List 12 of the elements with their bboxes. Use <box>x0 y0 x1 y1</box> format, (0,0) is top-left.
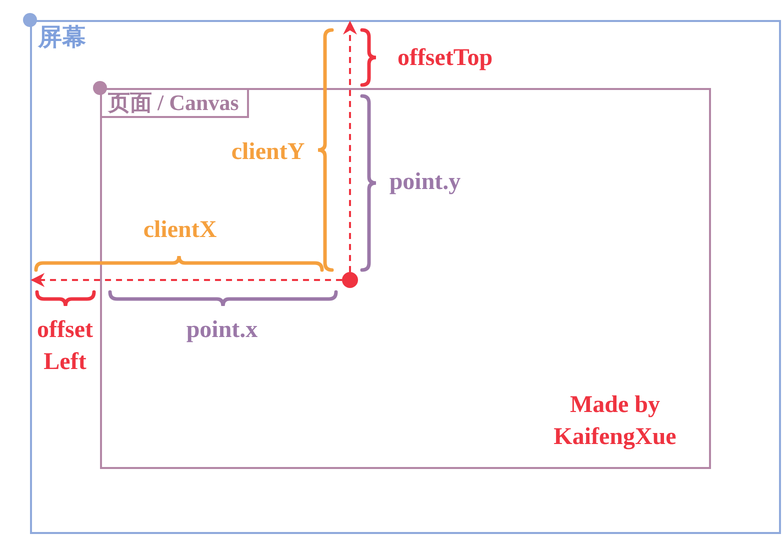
measure-label: clientY <box>231 138 305 167</box>
screen-title: 屏幕 <box>36 24 87 53</box>
measure-label: offset Left <box>36 316 94 377</box>
measure-label: point.x <box>186 316 258 345</box>
dashed-arrow <box>30 273 342 287</box>
measure-label: point.y <box>389 168 461 197</box>
measure-label: offsetTop <box>397 44 493 73</box>
measure-label: clientX <box>143 216 217 245</box>
point-dot <box>342 272 358 288</box>
page-title-tab: 页面 / Canvas <box>102 90 249 118</box>
measure-label: Made by KaifengXue <box>552 391 678 452</box>
dashed-arrow <box>343 20 357 272</box>
